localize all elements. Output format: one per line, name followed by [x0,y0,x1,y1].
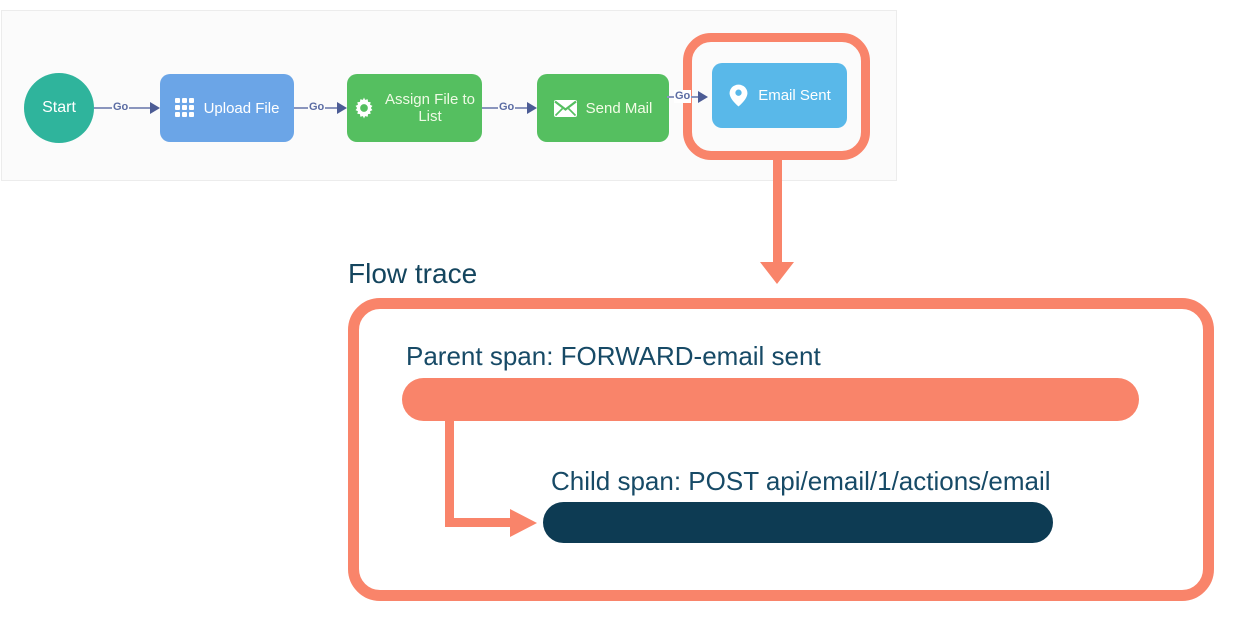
connector-go-label: Go [498,101,516,114]
parent-child-connector-vertical [445,414,454,527]
start-node[interactable]: Start [24,73,94,143]
node-label: Send Mail [585,99,653,117]
connector-go-label: Go [674,90,692,103]
gear-icon [353,97,375,119]
connector-arrowhead-icon [527,102,537,114]
node-label: Assign File to List [384,91,476,125]
parent-span-label: Parent span: FORWARD-email sent [406,341,821,371]
parent-child-connector-arrowhead-icon [510,509,537,537]
start-node-label: Start [42,99,76,116]
parent-child-connector-horizontal [445,518,510,527]
connector-arrowhead-icon [698,91,708,103]
highlight-to-trace-arrow-line [773,158,782,263]
node-send-mail[interactable]: Send Mail [537,74,669,142]
grid-icon [174,98,195,118]
node-email-sent[interactable]: Email Sent [712,63,847,128]
node-label: Upload File [203,99,280,117]
highlight-to-trace-arrowhead-icon [760,262,794,284]
connector-go-label: Go [112,101,130,114]
flow-trace-title: Flow trace [348,258,478,289]
connector-arrowhead-icon [337,102,347,114]
child-span-label: Child span: POST api/email/1/actions/ema… [551,466,1051,496]
connector-go-label: Go [308,101,326,114]
node-assign-file-to-list[interactable]: Assign File to List [347,74,482,142]
parent-span-bar[interactable] [402,378,1139,421]
node-label: Email Sent [758,87,831,104]
flow-trace-container [348,298,1214,601]
node-upload-file[interactable]: Upload File [160,74,294,142]
map-pin-icon [728,84,749,107]
connector-arrowhead-icon [150,102,160,114]
envelope-icon [553,99,577,117]
child-span-bar[interactable] [543,502,1053,543]
